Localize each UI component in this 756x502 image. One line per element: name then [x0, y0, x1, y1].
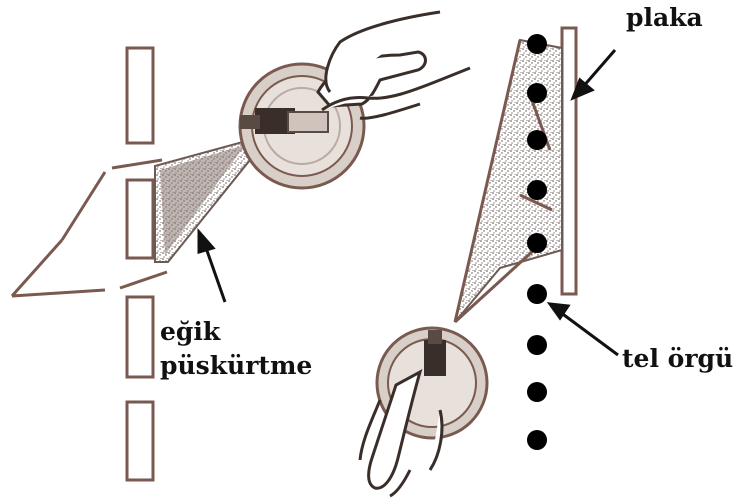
wire-mesh-label: tel örgü: [622, 345, 733, 373]
left-wall: [127, 48, 153, 480]
wire-dot-icon: [527, 382, 547, 402]
wire-dot-icon: [527, 130, 547, 150]
wall-segment: [127, 402, 153, 480]
wire-mesh: [527, 34, 547, 450]
wire-dot-icon: [527, 335, 547, 355]
arrow-icon: [199, 232, 225, 302]
wall-segment: [127, 180, 153, 258]
wire-dot-icon: [527, 34, 547, 54]
wall-segment: [127, 297, 153, 377]
wire-dot-icon: [527, 284, 547, 304]
wire-dot-icon: [527, 430, 547, 450]
angled-spray-label-line1: eğik: [160, 318, 220, 346]
wall-segment: [127, 48, 153, 143]
spray-cone-right: [455, 40, 562, 322]
arrow-icon: [550, 304, 618, 355]
wire-dot-icon: [527, 233, 547, 253]
plate: [562, 28, 576, 294]
plate-label: plaka: [626, 4, 703, 32]
wire-dot-icon: [527, 180, 547, 200]
arrow-icon: [573, 50, 615, 98]
hand-icon: [318, 12, 470, 118]
angled-spray-label-line2: püskürtme: [160, 352, 312, 380]
wire-dot-icon: [527, 83, 547, 103]
